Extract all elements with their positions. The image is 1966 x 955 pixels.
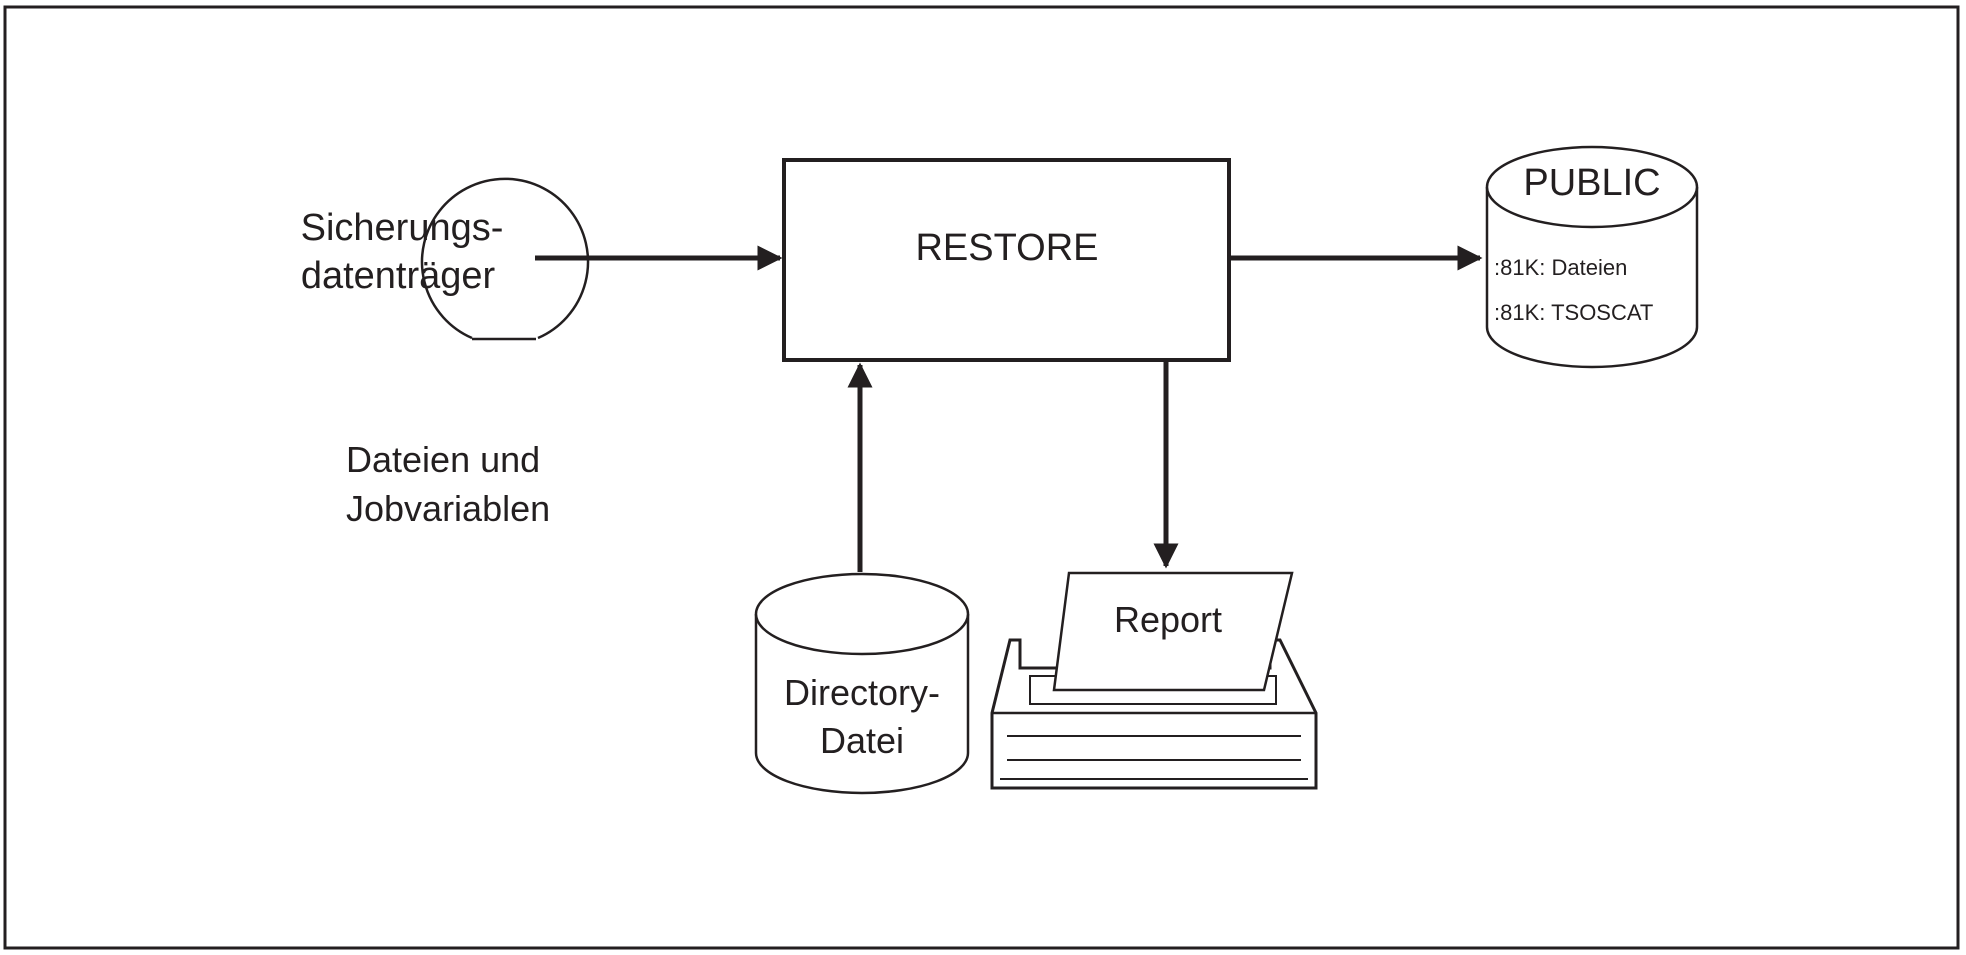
note-line2: Jobvariablen <box>346 488 550 529</box>
directory-disk-icon <box>754 572 970 795</box>
directory-label-line1: Directory- <box>784 672 940 713</box>
outer-frame <box>3 5 1960 950</box>
public-line2: :81K: TSOSCAT <box>1494 300 1653 325</box>
public-disk-icon <box>1485 145 1699 369</box>
restore-process-box <box>782 158 1231 362</box>
note-line1: Dateien und <box>346 439 540 480</box>
restore-label: RESTORE <box>915 227 1098 269</box>
directory-label-line2: Datei <box>820 720 904 761</box>
public-line1: :81K: Dateien <box>1494 255 1627 280</box>
tape-label-line1: Sicherungs- <box>301 207 504 249</box>
backup-tape-icon <box>420 177 590 341</box>
tape-label-line2: datenträger <box>301 255 496 297</box>
public-title: PUBLIC <box>1523 162 1660 204</box>
report-paper <box>1052 571 1294 692</box>
report-label: Report <box>1114 599 1222 640</box>
